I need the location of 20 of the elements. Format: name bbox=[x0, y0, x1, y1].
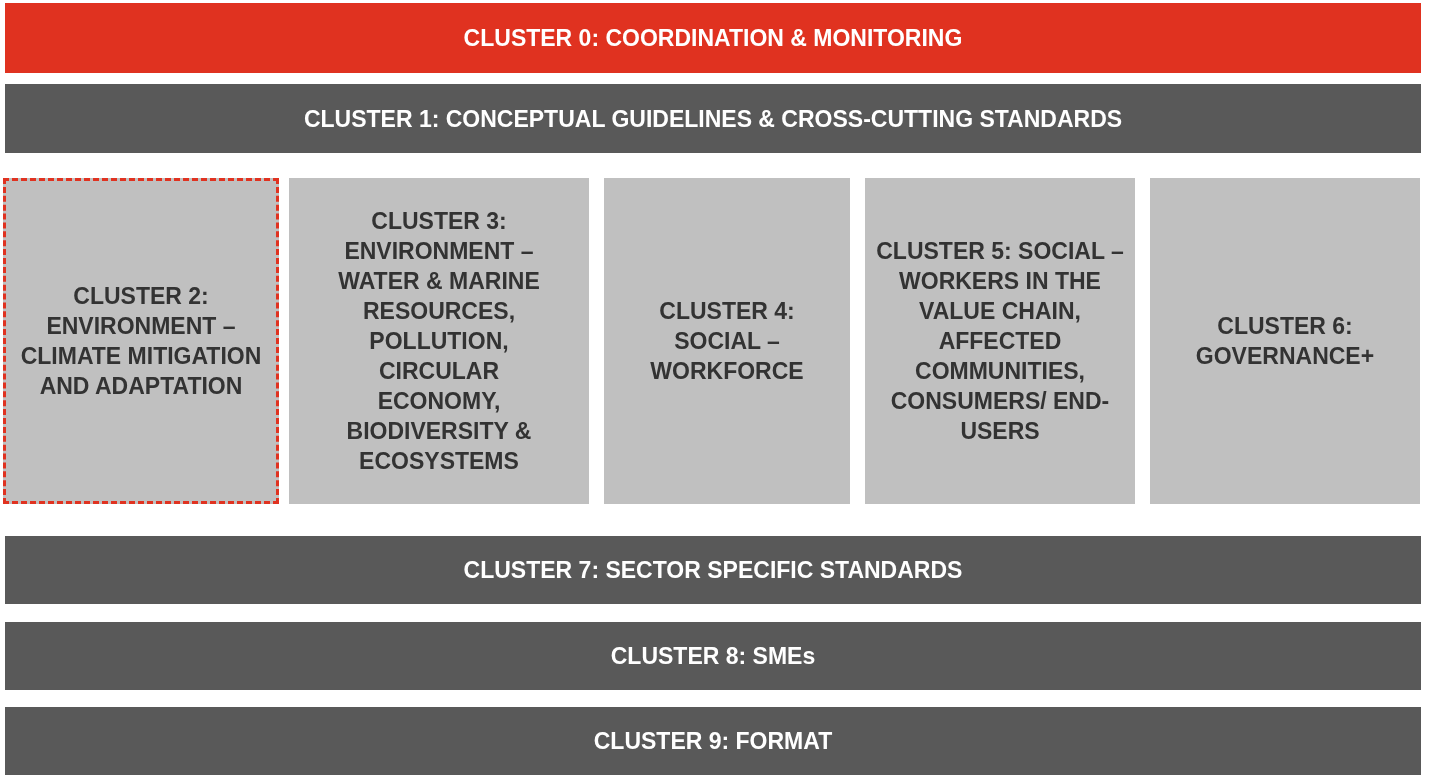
cluster-title: CLUSTER 4: SOCIAL – WORKFORCE bbox=[649, 297, 805, 386]
highlighted-cluster-box bbox=[3, 178, 279, 504]
cluster-box bbox=[289, 178, 589, 504]
cluster-box bbox=[865, 178, 1135, 504]
cluster-title: CLUSTER 3: ENVIRONMENT – WATER & MARINE RESOURCES, POLLUTION, CIRCULAR ECONOMY, BIODIVERSITY & ECOSYSTEMS bbox=[337, 207, 541, 476]
cluster-title: CLUSTER 0: COORDINATION & MONITORING bbox=[463, 24, 963, 53]
cluster-box bbox=[1150, 178, 1420, 504]
cluster-band bbox=[5, 536, 1421, 604]
cluster-title: CLUSTER 1: CONCEPTUAL GUIDELINES & CROSS-CUTTING STANDARDS bbox=[303, 104, 1123, 134]
cluster-band bbox=[5, 622, 1421, 690]
cluster-title: CLUSTER 7: SECTOR SPECIFIC STANDARDS bbox=[463, 556, 963, 585]
cluster-title: CLUSTER 9: FORMAT bbox=[593, 727, 833, 756]
cluster-title: CLUSTER 8: SMEs bbox=[610, 642, 816, 671]
cluster-band bbox=[5, 707, 1421, 775]
header-band bbox=[5, 3, 1421, 73]
cluster-title: CLUSTER 6: GOVERNANCE+ bbox=[1194, 312, 1376, 371]
cluster-box bbox=[604, 178, 850, 504]
cluster-band bbox=[5, 84, 1421, 153]
cluster-title: CLUSTER 2: ENVIRONMENT – CLIMATE MITIGATION AND ADAPTATION bbox=[19, 282, 263, 401]
cluster-title: CLUSTER 5: SOCIAL – WORKERS IN THE VALUE CHAIN, AFFECTED COMMUNITIES, CONSUMERS/ END-USERS bbox=[875, 237, 1125, 446]
